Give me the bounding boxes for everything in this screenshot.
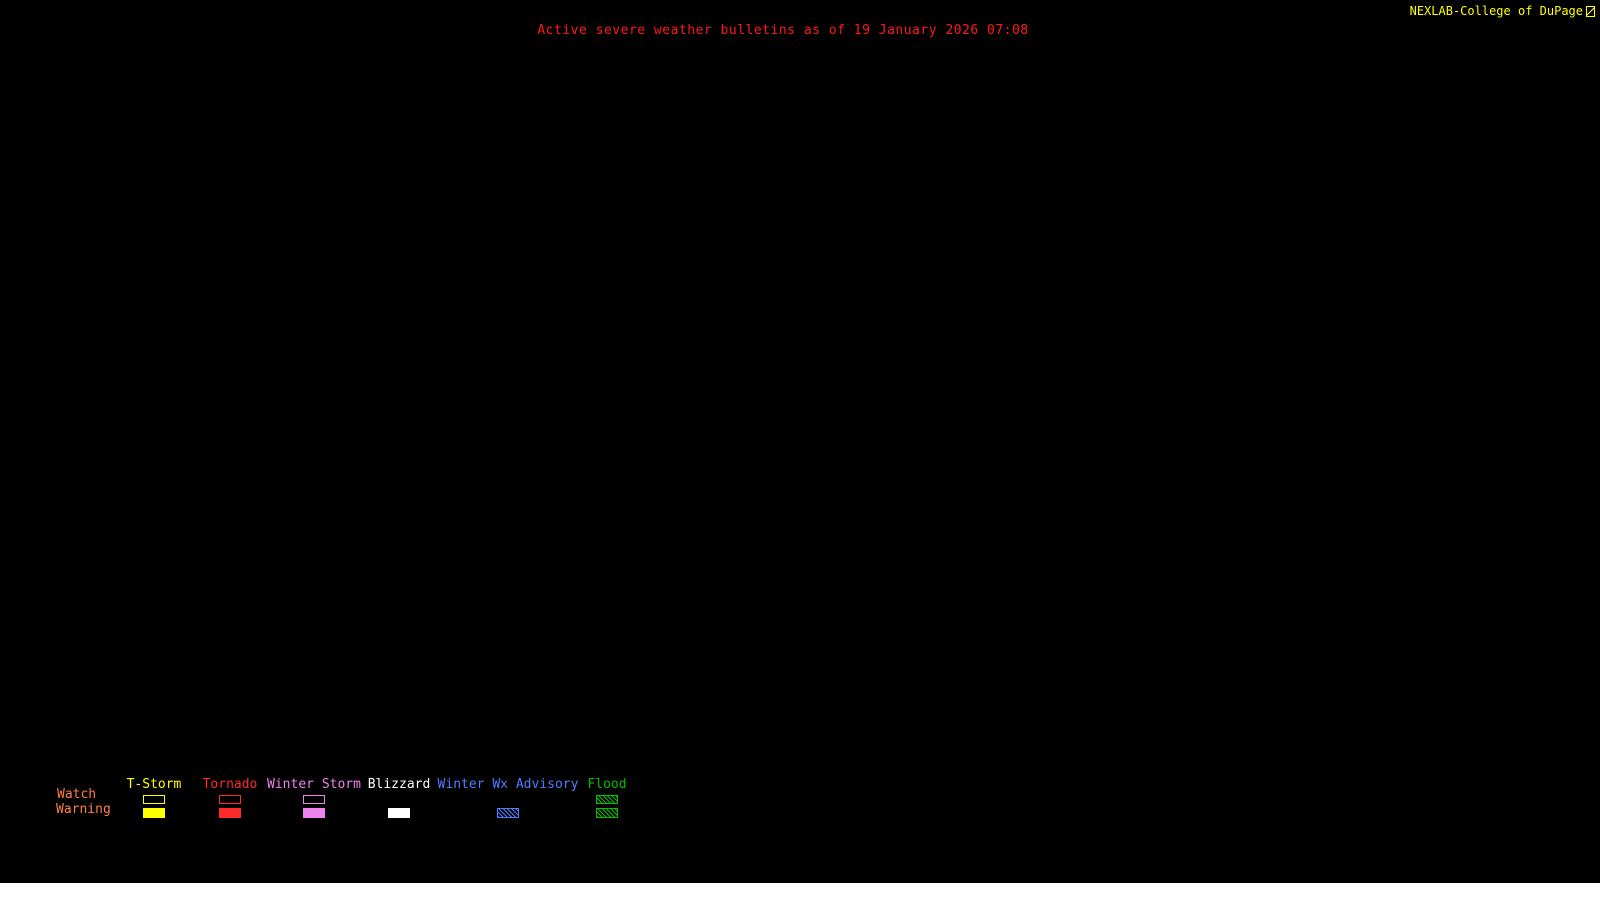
legend-column: Blizzard bbox=[309, 777, 489, 818]
legend: Watch Warning T-Storm Tornado Winter Storm… bbox=[0, 770, 1600, 830]
legend-warning-swatch bbox=[596, 808, 618, 818]
legend-row-label-watch: Watch bbox=[57, 787, 97, 802]
legend-column: T-Storm bbox=[64, 777, 244, 818]
legend-column-label: Tornado bbox=[202, 777, 258, 792]
legend-warning-swatch bbox=[497, 808, 519, 818]
source-credit-text: NEXLAB-College of DuPage bbox=[1409, 4, 1583, 18]
bottom-strip bbox=[0, 883, 1600, 900]
source-credit: NEXLAB-College of DuPage bbox=[1410, 4, 1595, 18]
legend-column-label: Winter Storm bbox=[267, 777, 361, 792]
legend-watch-swatch bbox=[143, 795, 165, 804]
legend-column-label: Blizzard bbox=[367, 777, 431, 792]
legend-warning-swatch bbox=[303, 808, 325, 818]
legend-column: Flood bbox=[517, 777, 697, 818]
legend-column-label: Winter Wx Advisory bbox=[437, 777, 579, 792]
legend-column-label: T-Storm bbox=[126, 777, 182, 792]
legend-column-label: Flood bbox=[587, 777, 627, 792]
page-title: Active severe weather bulletins as of 19… bbox=[537, 23, 1029, 38]
legend-row-label-warning: Warning bbox=[56, 802, 111, 817]
nexlab-logo-icon bbox=[1586, 5, 1595, 17]
legend-column: Winter Storm bbox=[224, 777, 404, 818]
legend-warning-swatch bbox=[143, 808, 165, 818]
legend-watch-swatch bbox=[303, 795, 325, 804]
legend-watch-swatch bbox=[596, 795, 618, 804]
legend-warning-swatch bbox=[219, 808, 241, 818]
legend-watch-swatch bbox=[219, 795, 241, 804]
legend-warning-swatch bbox=[388, 808, 410, 818]
legend-watch-swatch bbox=[497, 795, 519, 804]
legend-column: Winter Wx Advisory bbox=[418, 777, 598, 818]
legend-column: Tornado bbox=[140, 777, 320, 818]
legend-watch-swatch bbox=[388, 795, 410, 804]
